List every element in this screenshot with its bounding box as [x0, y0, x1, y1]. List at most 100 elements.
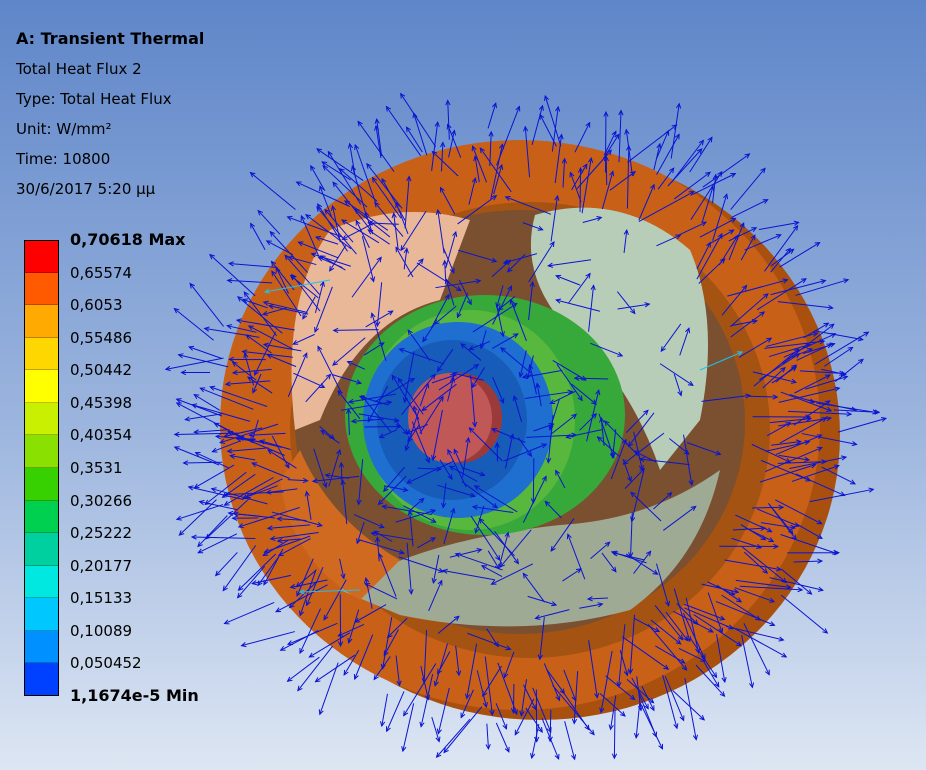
flux-arrow — [524, 391, 573, 399]
flux-arrowhead — [395, 423, 402, 430]
flux-arrowhead — [566, 533, 572, 540]
flux-arrowhead — [355, 219, 361, 226]
flux-arrow — [728, 222, 745, 261]
flux-arrow — [230, 455, 256, 461]
legend-label: 0,10089 — [70, 621, 133, 640]
flux-arrowhead — [243, 352, 249, 359]
flux-arrowhead — [491, 194, 498, 201]
flux-arrow — [442, 570, 496, 581]
flux-arrow — [588, 640, 598, 698]
flux-arrow — [266, 240, 294, 256]
flux-arrow — [625, 129, 633, 176]
flux-arrowhead — [403, 247, 409, 254]
flux-arrowhead — [405, 429, 412, 435]
flux-arrowhead — [262, 300, 269, 306]
flux-arrow — [376, 119, 383, 157]
flux-arrowhead — [424, 382, 430, 389]
flux-arrow — [514, 698, 535, 735]
flux-arrow — [618, 110, 622, 163]
flux-arrow — [712, 194, 728, 241]
flux-arrowhead — [265, 489, 272, 495]
flux-arrow — [469, 340, 491, 350]
flux-arrowhead — [387, 310, 394, 316]
flux-arrowhead — [585, 121, 591, 128]
flux-arrow — [469, 427, 503, 462]
flux-arrow — [781, 568, 812, 595]
flux-arrowhead — [269, 535, 276, 542]
flux-arrowhead — [430, 517, 437, 523]
flux-arrow — [339, 168, 378, 202]
flux-arrowhead — [418, 497, 425, 504]
flux-arrowhead — [609, 452, 615, 459]
flux-arrow — [476, 670, 487, 708]
flux-arrow — [628, 412, 655, 447]
flux-arrow — [289, 581, 318, 608]
flux-arrow — [701, 186, 714, 222]
flux-arrow — [444, 260, 447, 282]
flux-arrow — [376, 537, 380, 562]
flux-arrow — [373, 656, 391, 680]
flux-arrowhead — [518, 371, 524, 378]
flux-arrow — [351, 418, 384, 422]
flux-arrow — [678, 647, 706, 662]
flux-arrow — [563, 669, 577, 701]
flux-arrow — [510, 299, 527, 342]
flux-arrowhead — [629, 694, 636, 701]
flux-arrowhead — [711, 672, 718, 679]
flux-arrow — [753, 348, 799, 387]
flux-arrow — [333, 329, 379, 331]
flux-arrow — [364, 583, 398, 600]
flux-arrow — [600, 417, 605, 446]
flux-arrow — [707, 229, 734, 246]
flux-arrow — [437, 210, 445, 254]
flux-arrowhead — [528, 363, 534, 370]
flux-arrow — [179, 499, 217, 536]
flux-arrow — [684, 677, 697, 740]
flux-arrowhead — [398, 347, 405, 353]
flux-arrow — [263, 548, 284, 585]
flux-arrowhead — [829, 342, 836, 348]
flux-arrow — [550, 195, 558, 242]
flux-arrowhead — [447, 474, 453, 481]
flux-arrowhead — [237, 523, 244, 529]
flux-arrow — [682, 612, 706, 660]
flux-arrow — [821, 368, 846, 376]
flux-arrow — [245, 334, 272, 354]
flux-arrow — [413, 406, 423, 435]
flux-arrowhead — [321, 161, 328, 167]
flux-arrowhead — [599, 707, 605, 714]
flux-arrow — [275, 267, 289, 294]
flux-arrowhead — [252, 387, 258, 394]
flux-arrow — [550, 518, 575, 552]
flux-arrowhead — [197, 548, 204, 554]
flux-arrowhead — [644, 302, 651, 308]
flux-arrow — [616, 291, 636, 314]
flux-arrow — [409, 510, 414, 547]
flux-arrow — [264, 279, 331, 293]
flux-arrow — [489, 131, 492, 167]
flux-arrowhead — [760, 167, 766, 174]
result-type: Type: Total Heat Flux — [16, 90, 172, 108]
flux-arrow — [770, 248, 791, 273]
flux-arrowhead — [449, 267, 455, 274]
flux-arrow — [407, 424, 420, 442]
flux-arrowhead — [551, 601, 558, 607]
flux-arrow — [299, 589, 361, 593]
flux-arrow — [372, 177, 402, 219]
flux-arrow — [535, 609, 570, 619]
flux-arrow — [481, 565, 503, 578]
flux-arrow — [653, 492, 672, 510]
flux-arrowhead — [751, 318, 759, 325]
flux-arrow — [779, 242, 820, 268]
flux-arrow — [524, 126, 531, 178]
flux-arrow — [731, 320, 757, 327]
flux-arrowhead — [450, 373, 457, 379]
flux-arrowhead — [440, 141, 446, 148]
result-info: A: Transient Thermal Total Heat Flux 2 T… — [16, 24, 204, 204]
flux-arrow — [613, 709, 616, 759]
legend-swatch — [24, 533, 59, 566]
flux-arrowhead — [395, 201, 401, 208]
legend-label: 0,6053 — [70, 296, 123, 315]
flux-arrowhead — [677, 634, 684, 641]
